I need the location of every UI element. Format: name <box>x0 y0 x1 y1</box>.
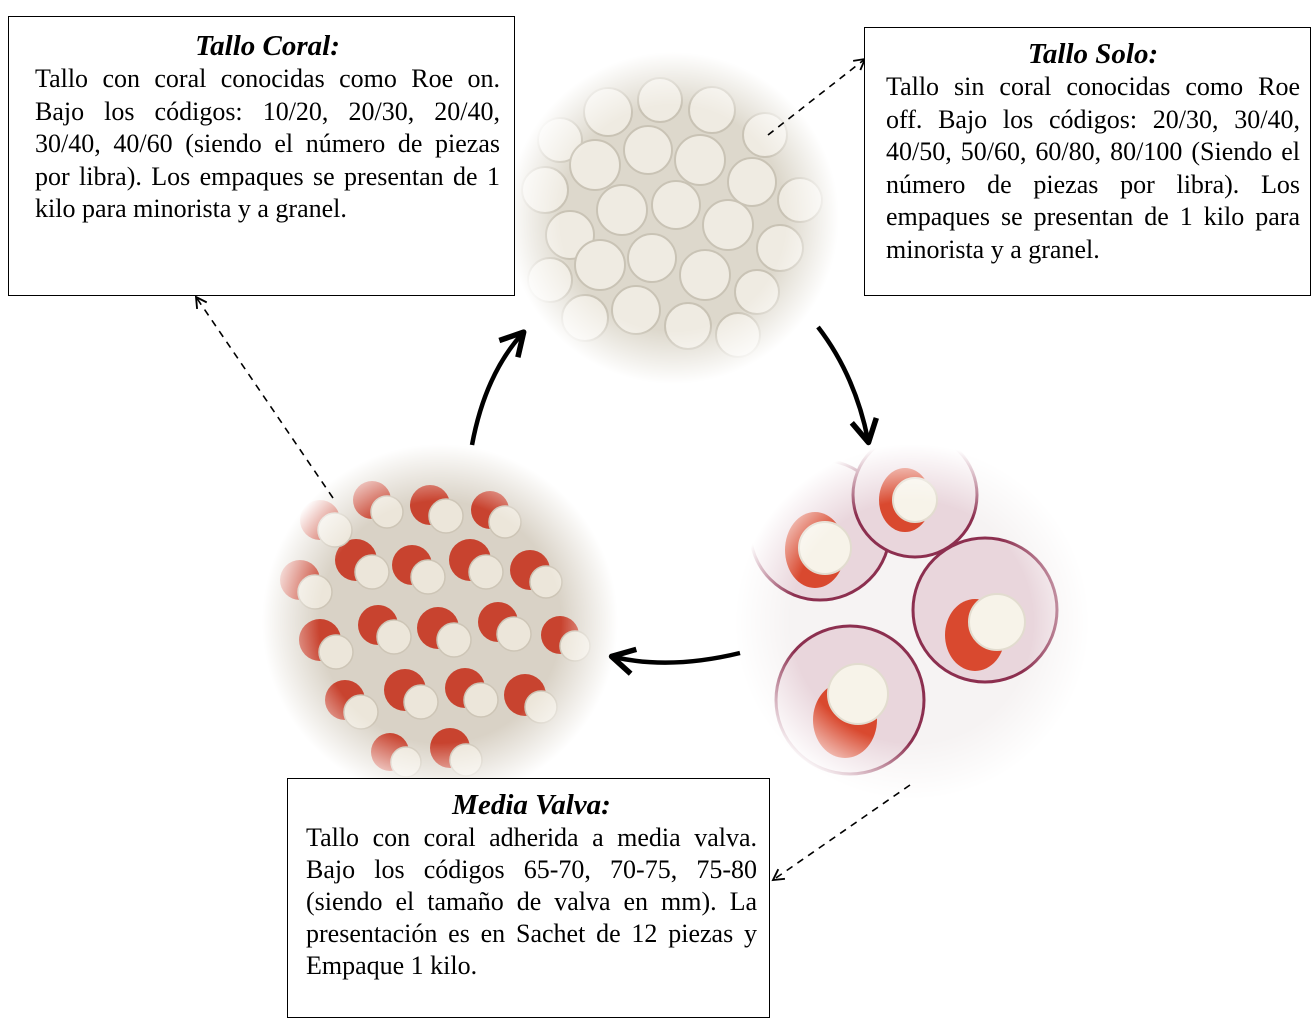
tallo-solo-title: Tallo Solo: <box>886 37 1300 71</box>
cycle-arrow-right-to-left <box>614 653 740 663</box>
tallo-coral-title: Tallo Coral: <box>35 29 500 63</box>
media-valva-box: Media Valva: Tallo con coral adherida a … <box>287 778 770 1018</box>
tallo-solo-text: Tallo sin coral conocidas como Roe off. … <box>886 71 1300 266</box>
scallops-roe-on-photo <box>255 440 625 810</box>
tallo-coral-box: Tallo Coral: Tallo con coral conocidas c… <box>8 16 515 296</box>
tallo-solo-box: Tallo Solo: Tallo sin coral conocidas co… <box>864 27 1311 296</box>
media-valva-title: Media Valva: <box>306 788 757 822</box>
scallops-roe-off-photo <box>505 50 845 390</box>
tallo-coral-text: Tallo con coral conocidas como Roe on. B… <box>35 63 500 226</box>
scallops-half-shell-photo <box>730 433 1095 805</box>
media-valva-text: Tallo con coral adherida a media valva. … <box>306 822 757 982</box>
